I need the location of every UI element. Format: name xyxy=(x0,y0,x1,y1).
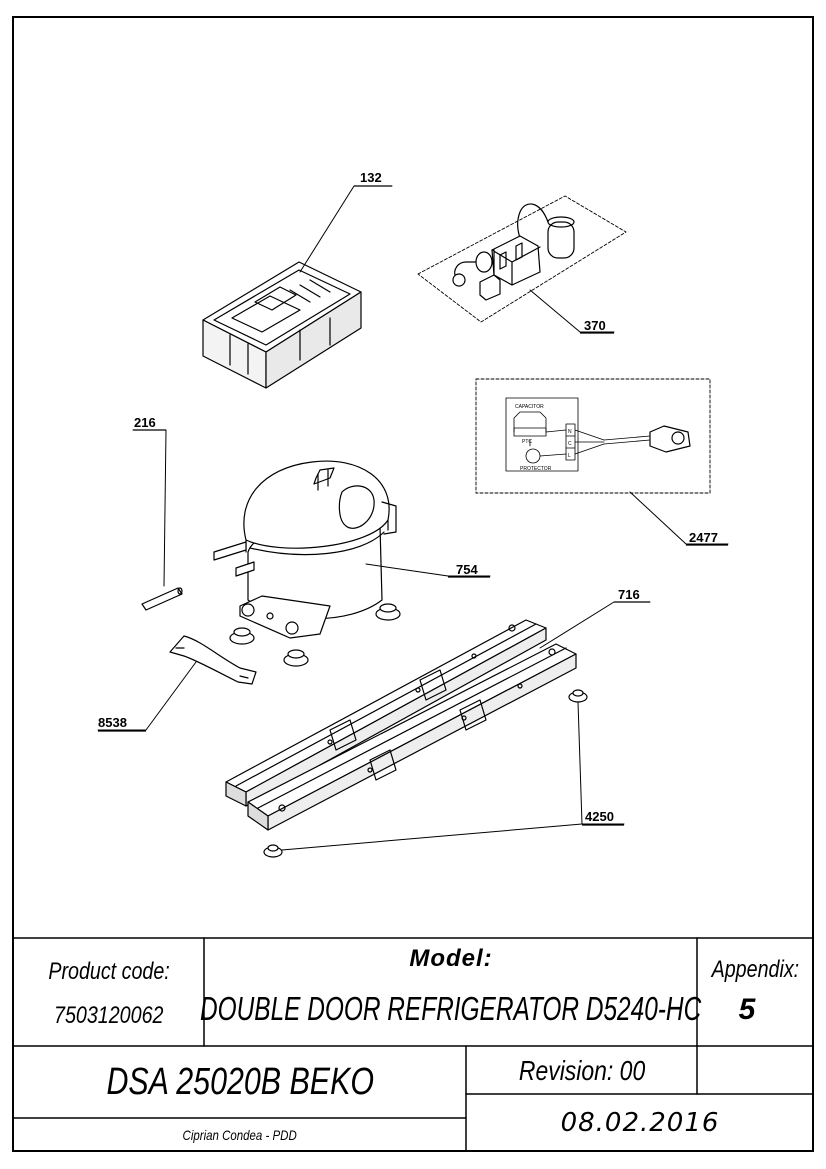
callout-370: 370 xyxy=(584,318,606,333)
title-block-grid xyxy=(12,937,814,1152)
callout-underlines xyxy=(98,185,728,826)
relay-kit-part xyxy=(417,195,627,323)
callout-8538: 8538 xyxy=(98,715,127,730)
process-tube-part xyxy=(141,587,183,611)
grommet-parts xyxy=(229,603,588,858)
appendix-value: 5 xyxy=(738,992,756,1026)
author: Ciprian Condea - PDD xyxy=(182,1127,298,1144)
callout-216: 216 xyxy=(134,415,156,430)
schematic-labels: CAPACITOR PTC PROTECTOR N C L xyxy=(515,404,572,472)
drawing-frame xyxy=(12,16,814,1152)
terminal-n: N xyxy=(568,429,572,435)
callout-2477: 2477 xyxy=(689,530,718,545)
support-plate-part xyxy=(169,635,257,685)
callout-numbers: 132 370 216 2477 754 716 8538 4250 xyxy=(98,170,718,824)
model-value: DOUBLE DOOR REFRIGERATOR D5240-HC xyxy=(200,990,702,1028)
callout-754: 754 xyxy=(456,562,478,577)
base-rails-part xyxy=(225,619,577,831)
terminal-c: C xyxy=(568,441,572,447)
product-code-label: Product code: xyxy=(48,958,170,986)
wiring-schematic-part xyxy=(475,378,711,494)
electronic-box-part xyxy=(202,261,362,389)
ptc-label: PTC xyxy=(522,439,532,445)
callout-716: 716 xyxy=(618,587,640,602)
model-label: Model: xyxy=(409,945,493,973)
revision: Revision: 00 xyxy=(518,1054,646,1086)
date: 08.02.2016 xyxy=(560,1107,720,1138)
product-code-value: 7503120062 xyxy=(54,1002,164,1030)
part-name: DSA 25020B BEKO xyxy=(106,1061,374,1104)
capacitor-label: CAPACITOR xyxy=(515,404,544,410)
callout-132: 132 xyxy=(360,170,382,185)
protector-label: PROTECTOR xyxy=(520,466,552,472)
compressor-part xyxy=(213,460,397,639)
terminal-l: L xyxy=(568,453,571,459)
callout-4250: 4250 xyxy=(585,809,614,824)
appendix-label: Appendix: xyxy=(711,956,799,984)
